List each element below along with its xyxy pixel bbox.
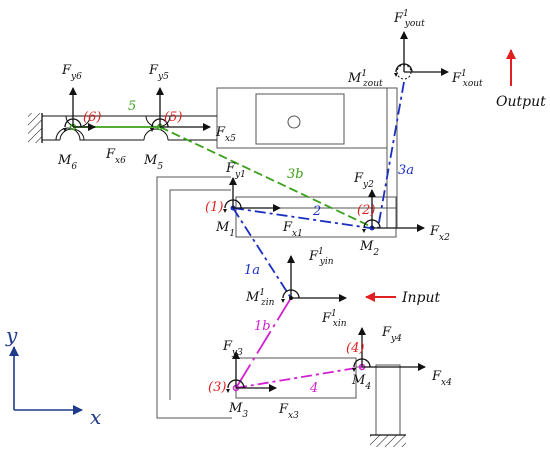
left-frame-inner: [169, 189, 231, 400]
coupler-block: [235, 196, 397, 238]
label-joint-1: (1): [205, 200, 223, 215]
output-inner-box: [255, 93, 345, 145]
link-3a: [377, 81, 405, 229]
coordinate-axes: [9, 346, 83, 415]
label-fy5: Fy5: [148, 63, 169, 82]
left-frame: [156, 176, 232, 419]
moment-ticks: [63, 73, 398, 393]
axis-label-x: x: [90, 405, 101, 429]
ground-left: [28, 113, 43, 143]
label-joint-2: (2): [357, 203, 375, 218]
force-arrows: [64, 31, 449, 392]
label-fx6: Fx6: [105, 147, 126, 166]
label-fx4: Fx4: [431, 369, 452, 388]
label-m4: M4: [351, 373, 371, 392]
label-link-2: 2: [312, 204, 321, 219]
label-joint-5: (5): [164, 110, 182, 125]
label-fy6: Fy6: [61, 63, 82, 82]
link-2: [232, 207, 371, 229]
output-block: [216, 87, 388, 149]
label-m2: M2: [359, 239, 379, 258]
left-flexure-beam: [42, 115, 217, 141]
label-link-5: 5: [128, 99, 136, 114]
label-link-1b: 1b: [254, 319, 271, 334]
label-fy3: Fy3: [222, 339, 243, 358]
link-1b: [235, 297, 292, 389]
axis-label-y: y: [5, 323, 18, 347]
link-4: [235, 366, 363, 389]
label-m3: M3: [228, 401, 248, 420]
label-fx2: Fx2: [429, 224, 450, 243]
label-link-3a: 3a: [398, 163, 414, 178]
label-joint-3: (3): [208, 380, 226, 395]
label-m6: M6: [57, 153, 77, 172]
output-hole: [287, 115, 301, 129]
label-fy4: Fy4: [381, 325, 402, 344]
label-link-3b: 3b: [287, 167, 304, 182]
label-fx3: Fx3: [278, 402, 299, 421]
label-fy1: Fy1: [225, 161, 246, 180]
label-fy2: Fy2: [353, 171, 374, 190]
label-m5: M5: [143, 153, 163, 172]
label-fx1: Fx1: [282, 220, 303, 239]
label-joint-4: (4): [346, 341, 364, 356]
label-input: Input: [401, 290, 441, 306]
link-1a: [232, 207, 292, 299]
label-link-1a: 1a: [244, 263, 260, 278]
label-m1: M1: [215, 220, 235, 239]
label-joint-6: (6): [83, 110, 101, 125]
label-output: Output: [496, 94, 546, 110]
ground-bottom: [370, 434, 406, 447]
label-link-4: 4: [309, 381, 318, 396]
lower-right-column: [375, 364, 401, 436]
link-3b: [159, 126, 375, 229]
label-fx5: Fx5: [215, 125, 236, 144]
